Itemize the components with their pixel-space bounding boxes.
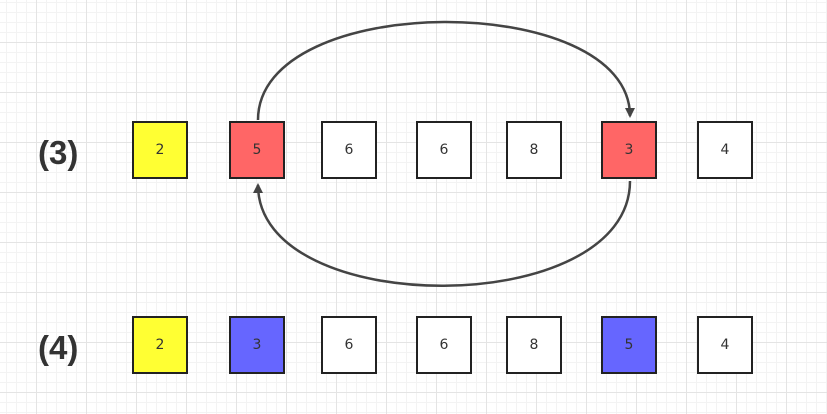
cell-row3-4: 8 (506, 121, 562, 179)
cell-row4-1: 3 (229, 316, 285, 374)
cell-row4-4: 8 (506, 316, 562, 374)
cell-row3-6: 4 (697, 121, 753, 179)
cell-row3-1: 5 (229, 121, 285, 179)
cell-row3-3: 6 (416, 121, 472, 179)
row-label-3: (3) (38, 134, 79, 171)
cell-row4-0: 2 (132, 316, 188, 374)
cell-row4-2: 6 (321, 316, 377, 374)
cell-row3-2: 6 (321, 121, 377, 179)
arrow-bottom-curve (253, 180, 632, 287)
cell-row3-5: 3 (601, 121, 657, 179)
cell-row4-6: 4 (697, 316, 753, 374)
arrow-top-curve (256, 20, 635, 121)
cell-row4-3: 6 (416, 316, 472, 374)
cell-row4-5: 5 (601, 316, 657, 374)
cell-row3-0: 2 (132, 121, 188, 179)
row-label-4: (4) (38, 329, 79, 366)
